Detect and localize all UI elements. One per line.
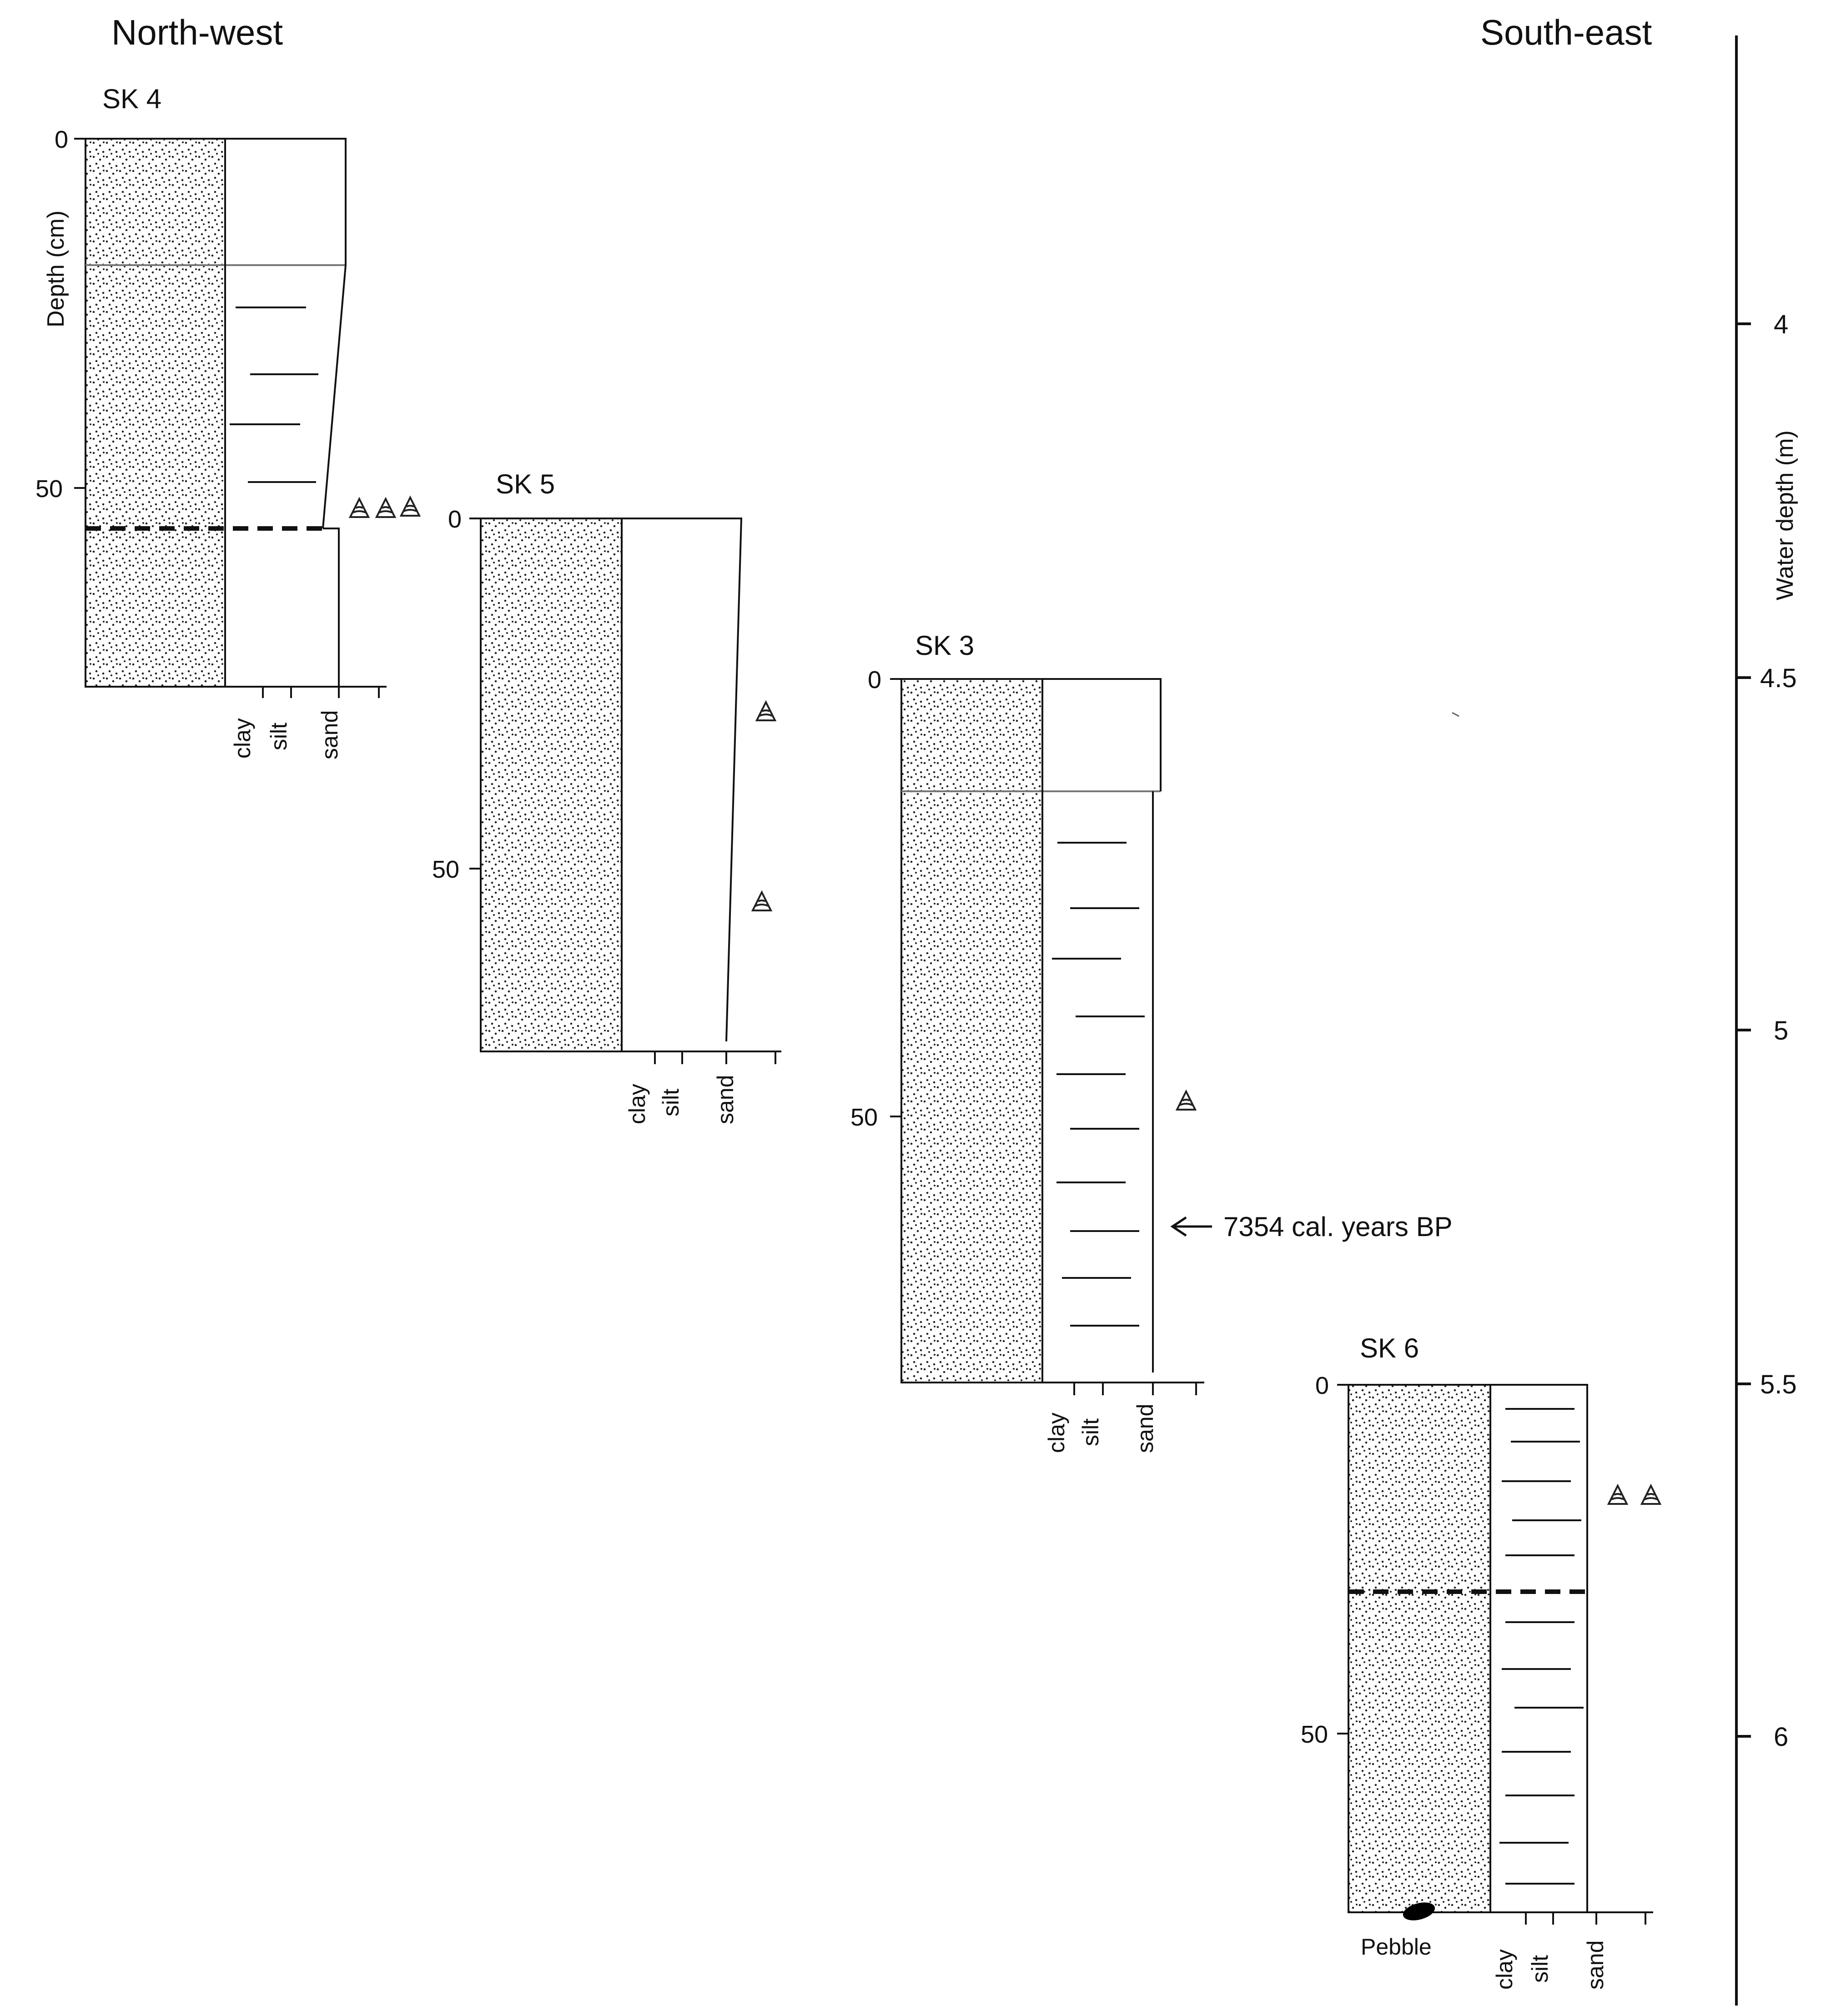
- lamination-marks-sk6: [1499, 1408, 1584, 1885]
- lamination-marks-sk3: [1052, 842, 1145, 1327]
- grain-profile-sk5: [621, 518, 743, 1051]
- depth-tick-label-sk4-0: 0: [55, 126, 68, 153]
- depth-tick-label-sk5-0: 0: [448, 506, 462, 533]
- pebble-icon: [1403, 1902, 1435, 1920]
- header-north-west: North-west: [111, 12, 283, 52]
- depth-tick-label-sk4-50: 50: [35, 475, 63, 503]
- core-sk5: SK 5 0 50 clay silt sand: [432, 469, 781, 1124]
- water-depth-axis: 4 4.5 5 5.5 6 Water depth (m): [1735, 35, 1798, 2006]
- grain-label-silt-sk5: silt: [658, 1089, 684, 1116]
- shell-icon: [1640, 1483, 1662, 1505]
- grain-size-axis-sk3: [1042, 1382, 1204, 1395]
- header-south-east: South-east: [1480, 12, 1652, 52]
- grain-label-silt-sk3: silt: [1078, 1418, 1103, 1446]
- core-sk3: SK 3 0 50: [850, 630, 1459, 1453]
- depth-tick-label-sk3-0: 0: [868, 666, 881, 694]
- date-arrow-icon: [1170, 1216, 1212, 1237]
- core-sk4: SK 4 Depth (cm) 0 50: [35, 84, 421, 759]
- depth-tick-label-sk6-50: 50: [1301, 1721, 1328, 1748]
- stray-mark: [1452, 712, 1459, 717]
- shell-icon: [1607, 1483, 1629, 1505]
- grain-label-sand-sk5: sand: [713, 1075, 738, 1124]
- depth-tick-label-sk3-50: 50: [850, 1104, 878, 1131]
- shell-icon: [375, 497, 397, 518]
- core-title-sk6: SK 6: [1360, 1333, 1419, 1363]
- radiocarbon-date-label: 7354 cal. years BP: [1223, 1212, 1453, 1242]
- grain-label-sand-sk6: sand: [1583, 1941, 1608, 1990]
- grain-size-axis-sk6: [1490, 1911, 1653, 1925]
- sediment-column-sk3: [900, 678, 1043, 1383]
- grain-profile-sk6: [1489, 1384, 1588, 1912]
- shell-icon: [751, 890, 773, 911]
- grain-label-silt-sk4: silt: [266, 723, 292, 750]
- water-depth-tick-label: 5: [1774, 1016, 1788, 1046]
- grain-label-sand-sk4: sand: [317, 710, 342, 759]
- grain-profile-sk4: [224, 138, 347, 687]
- core-title-sk3: SK 3: [915, 630, 974, 661]
- shell-icon: [755, 700, 777, 721]
- water-depth-tick-label: 6: [1774, 1722, 1788, 1752]
- grain-label-silt-sk6: silt: [1527, 1955, 1553, 1983]
- core-title-sk4: SK 4: [102, 84, 161, 114]
- depth-tick-label-sk6-0: 0: [1315, 1372, 1329, 1399]
- pebble-label: Pebble: [1361, 1934, 1432, 1960]
- depth-axis-title: Depth (cm): [43, 211, 69, 327]
- shell-icon: [1175, 1089, 1197, 1111]
- grain-size-axis-sk4: [225, 686, 387, 698]
- depth-axis-sk3: [890, 678, 902, 1383]
- water-depth-tick-label: 4: [1774, 310, 1788, 339]
- depth-axis-sk6: [1337, 1384, 1349, 1912]
- grain-size-axis-sk5: [622, 1051, 781, 1064]
- depth-tick-label-sk5-50: 50: [432, 856, 459, 883]
- core-title-sk5: SK 5: [496, 469, 555, 499]
- lamination-marks-sk4: [230, 307, 318, 483]
- water-depth-tick-label: 5.5: [1760, 1370, 1797, 1399]
- sediment-column-sk6: [1348, 1384, 1491, 1913]
- water-depth-tick-label: 4.5: [1760, 664, 1797, 693]
- sediment-column-sk4: [85, 138, 226, 688]
- grain-label-clay-sk3: clay: [1044, 1413, 1069, 1453]
- water-depth-axis-title: Water depth (m): [1772, 430, 1798, 600]
- grain-label-sand-sk3: sand: [1132, 1404, 1158, 1453]
- depth-axis-sk5: [469, 518, 482, 1051]
- sediment-column-sk5: [480, 518, 623, 1052]
- shell-icon: [399, 495, 421, 517]
- grain-label-clay-sk6: clay: [1492, 1949, 1517, 1990]
- grain-profile-sk3: [1041, 678, 1162, 1383]
- grain-label-clay-sk5: clay: [624, 1084, 650, 1124]
- shell-icon: [348, 497, 370, 518]
- core-sk6: SK 6 0 50 Pebble: [1301, 1333, 1662, 1990]
- depth-axis-sk4: [74, 138, 86, 687]
- grain-label-clay-sk4: clay: [230, 718, 255, 759]
